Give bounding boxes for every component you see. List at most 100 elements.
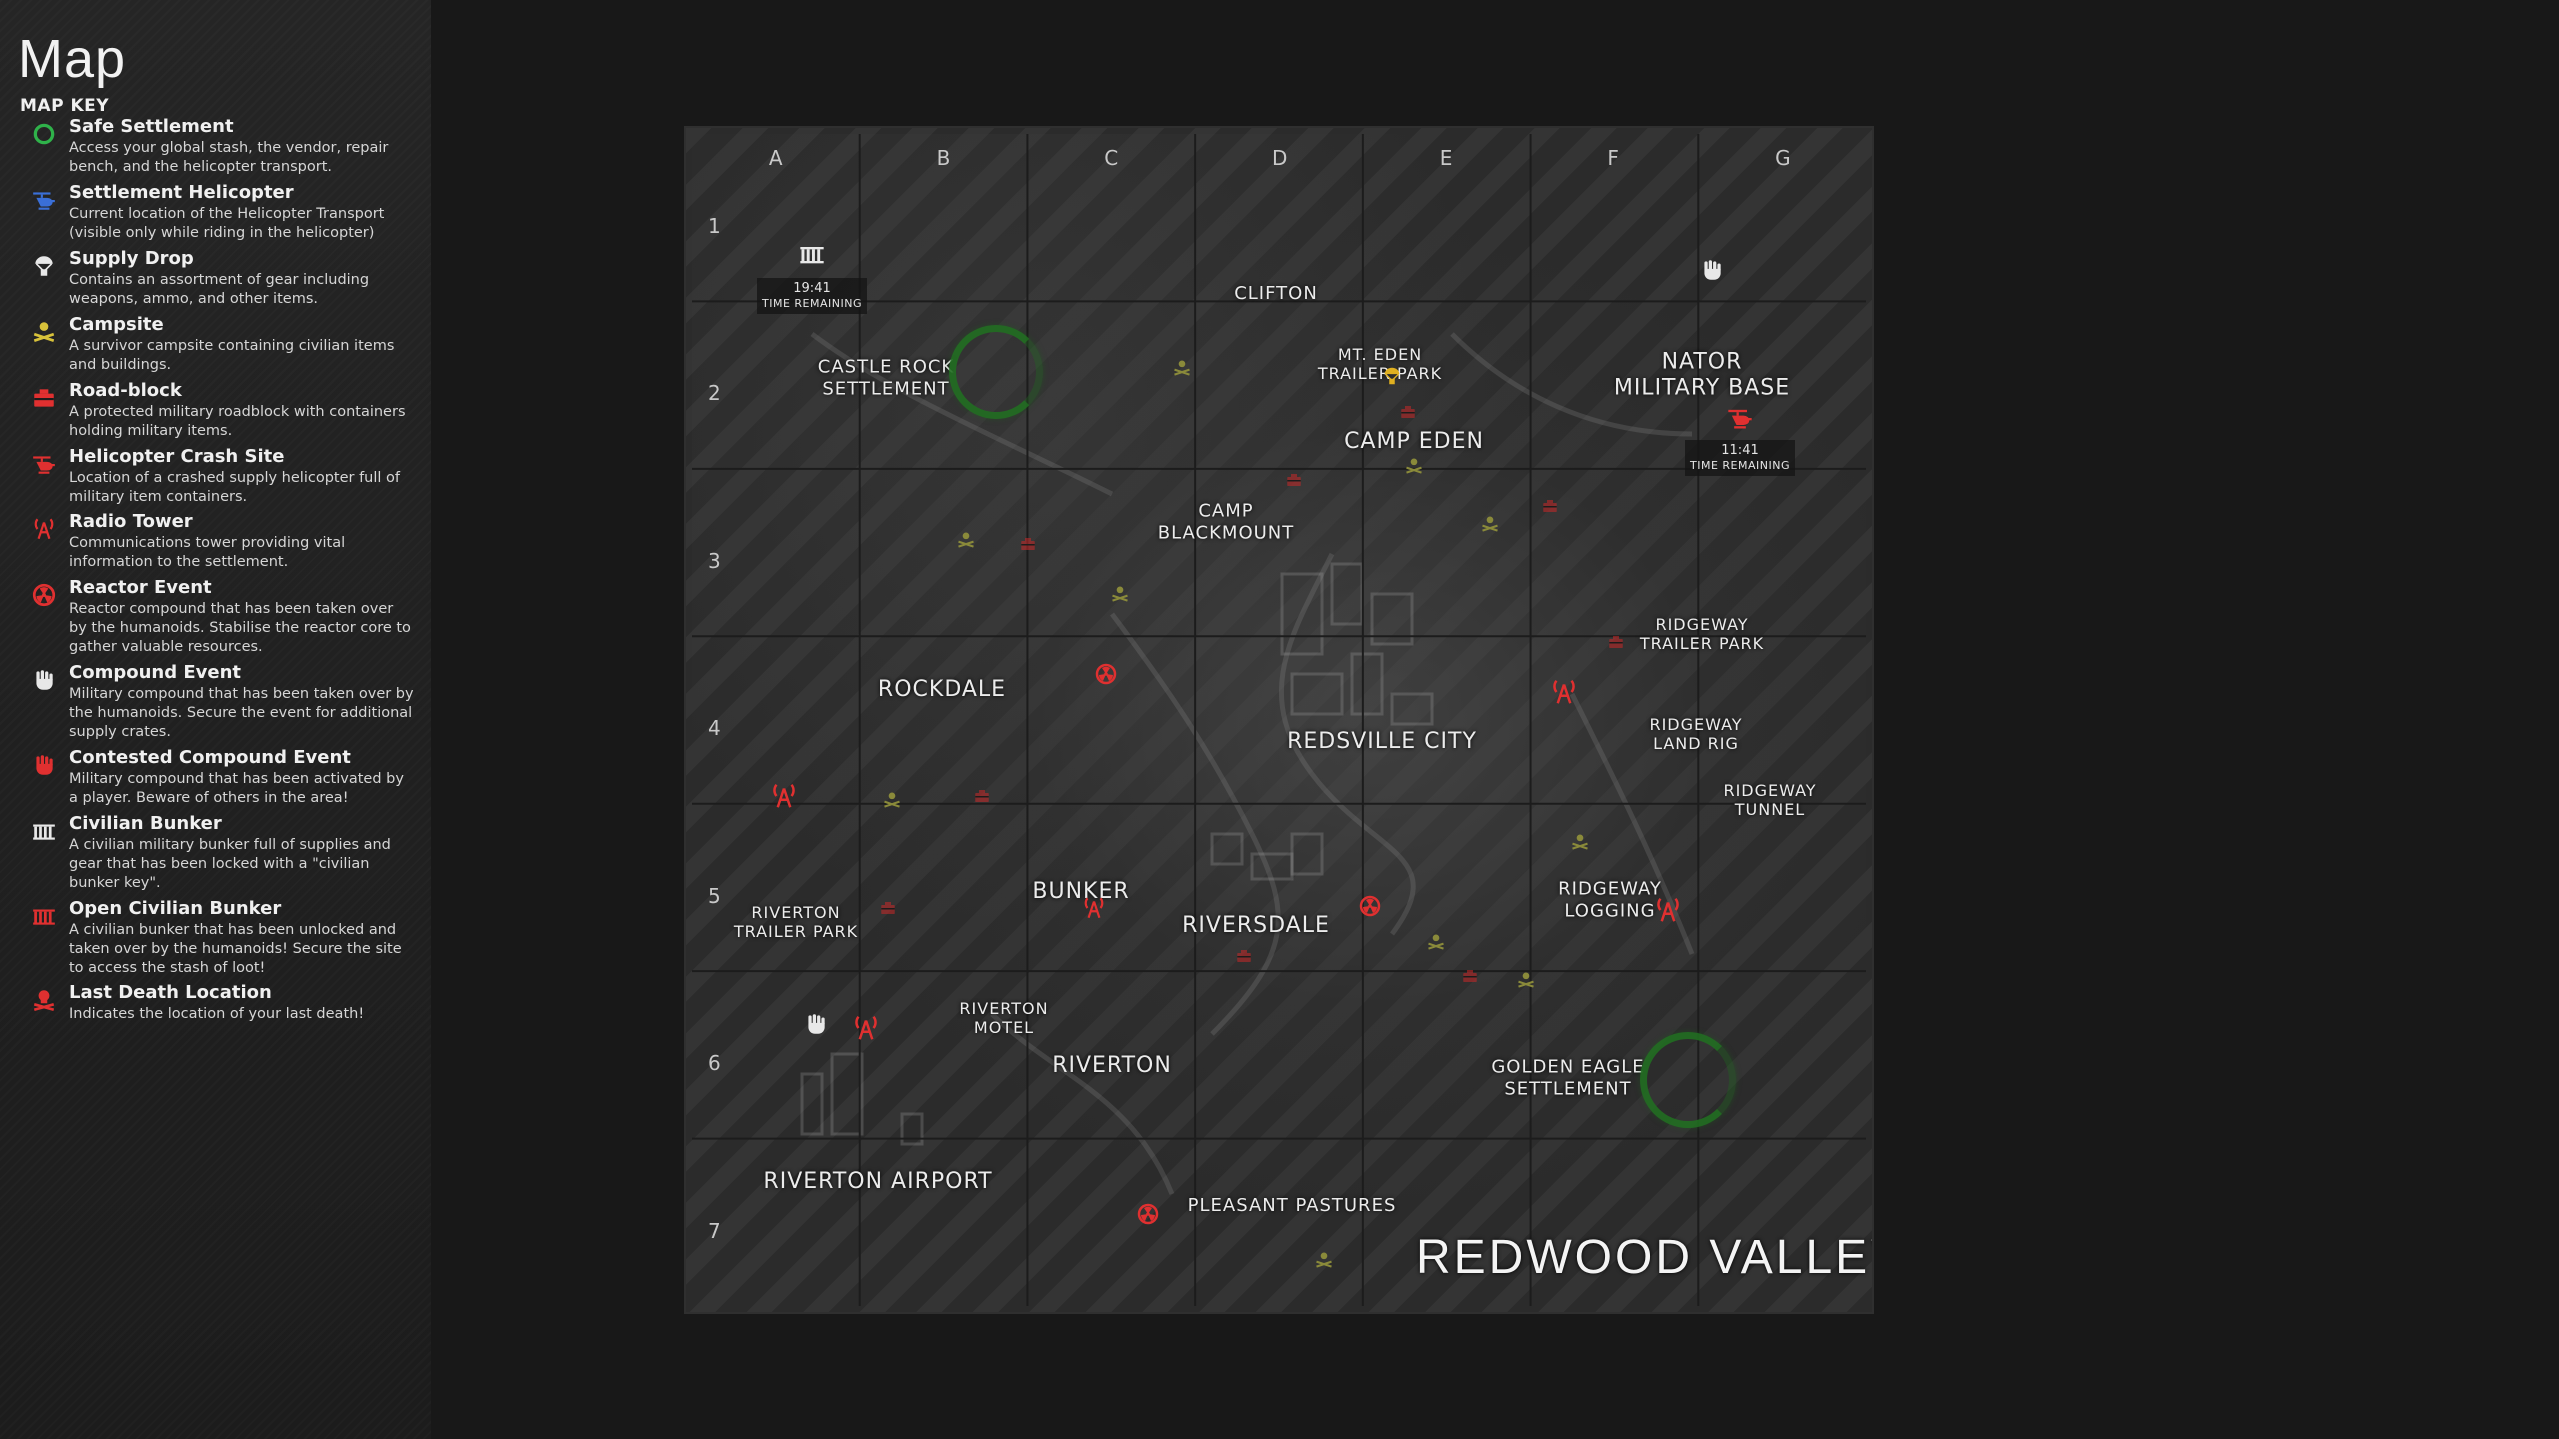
timer-label: TIME REMAINING bbox=[762, 297, 862, 310]
campsite-marker[interactable] bbox=[1421, 929, 1451, 959]
campsite-icon bbox=[1480, 514, 1500, 538]
campsite-icon bbox=[30, 318, 58, 346]
last-death-icon bbox=[30, 986, 58, 1014]
grid-column-label: E bbox=[1439, 146, 1453, 170]
place-label[interactable]: ROCKDALE bbox=[877, 676, 1007, 702]
radio-tower-marker[interactable] bbox=[851, 1015, 881, 1045]
campsite-marker[interactable] bbox=[877, 787, 907, 817]
radio-tower-marker[interactable] bbox=[769, 783, 799, 813]
campsite-icon bbox=[1314, 1250, 1334, 1274]
campsite-marker[interactable] bbox=[951, 527, 981, 557]
legend-item-name: Campsite bbox=[69, 314, 164, 335]
roadblock-icon bbox=[973, 787, 991, 809]
place-label[interactable]: RIVERTON TRAILER PARK bbox=[733, 902, 859, 941]
campsite-marker[interactable] bbox=[1399, 453, 1429, 483]
grid-row-label: 6 bbox=[708, 1051, 721, 1076]
road-path bbox=[810, 331, 1114, 497]
place-label[interactable]: RIVERTON MOTEL bbox=[959, 998, 1049, 1037]
campsite-marker[interactable] bbox=[1565, 829, 1595, 859]
legend-item-description: Indicates the location of your last deat… bbox=[69, 1006, 365, 1022]
place-label[interactable]: MT. EDEN TRAILER PARK bbox=[1317, 344, 1443, 383]
place-label[interactable]: RIVERSDALE bbox=[1182, 912, 1330, 938]
legend-item-description: Location of a crashed supply helicopter … bbox=[69, 470, 401, 505]
roadblock-marker[interactable] bbox=[873, 895, 903, 925]
place-label[interactable]: CASTLE ROCK SETTLEMENT bbox=[817, 356, 955, 399]
building-block bbox=[800, 1072, 824, 1136]
place-label[interactable]: RIDGEWAY LAND RIG bbox=[1649, 714, 1743, 753]
roadblock-marker[interactable] bbox=[1013, 531, 1043, 561]
building-block bbox=[1390, 692, 1434, 726]
building-block bbox=[1350, 652, 1384, 716]
open-bunker-icon bbox=[30, 902, 58, 930]
campsite-marker[interactable] bbox=[1105, 581, 1135, 611]
campsite-icon bbox=[1570, 832, 1590, 856]
compound-fist-icon bbox=[1699, 257, 1725, 287]
radio-tower-marker[interactable] bbox=[1549, 679, 1579, 709]
campsite-marker[interactable] bbox=[1167, 355, 1197, 385]
roadblock-marker[interactable] bbox=[1601, 629, 1631, 659]
compound-fist-icon bbox=[803, 1011, 829, 1041]
place-label[interactable]: NATOR MILITARY BASE bbox=[1613, 349, 1791, 401]
radio-tower-marker[interactable] bbox=[1079, 895, 1109, 925]
radio-tower-marker[interactable] bbox=[1653, 897, 1683, 927]
legend-item-description: Reactor compound that has been taken ove… bbox=[69, 601, 411, 655]
roadblock-marker[interactable] bbox=[1535, 493, 1565, 523]
roadblock-marker[interactable] bbox=[1455, 963, 1485, 993]
place-label[interactable]: BUNKER bbox=[1032, 878, 1130, 904]
roadblock-icon bbox=[1607, 633, 1625, 655]
campsite-marker[interactable] bbox=[1475, 511, 1505, 541]
place-label[interactable]: REDSVILLE CITY bbox=[1287, 728, 1477, 754]
reactor-marker[interactable] bbox=[1355, 893, 1385, 923]
grid-column-label: D bbox=[1272, 146, 1288, 170]
campsite-icon bbox=[1404, 456, 1424, 480]
reactor-icon bbox=[1136, 1202, 1160, 1230]
compound-fist-marker[interactable] bbox=[801, 1011, 831, 1041]
place-label[interactable]: GOLDEN EAGLE SETTLEMENT bbox=[1491, 1056, 1645, 1099]
page-title: Map bbox=[18, 29, 127, 89]
grid-column-label: C bbox=[1104, 146, 1119, 170]
road-path bbox=[1569, 692, 1695, 955]
legend-item-name: Civilian Bunker bbox=[69, 813, 222, 834]
reactor-marker[interactable] bbox=[1133, 1201, 1163, 1231]
safe-settlement-marker[interactable] bbox=[949, 325, 1043, 419]
campsite-marker[interactable] bbox=[1511, 967, 1541, 997]
radio-tower-icon bbox=[1081, 895, 1107, 925]
place-label[interactable]: RIVERTON AIRPORT bbox=[763, 1168, 993, 1194]
campsite-marker[interactable] bbox=[1309, 1247, 1339, 1277]
terrain-features bbox=[800, 331, 1695, 1195]
place-label[interactable]: CAMP EDEN bbox=[1344, 428, 1484, 454]
safe-settlement-marker[interactable] bbox=[1640, 1032, 1736, 1128]
civilian-bunker-marker[interactable] bbox=[797, 241, 827, 271]
campsite-icon bbox=[1110, 584, 1130, 608]
radio-tower-icon bbox=[30, 515, 58, 543]
compound-fist-marker[interactable] bbox=[1697, 257, 1727, 287]
place-label[interactable]: CAMP BLACKMOUNT bbox=[1157, 500, 1295, 543]
place-label[interactable]: RIDGEWAY TRAILER PARK bbox=[1639, 614, 1765, 653]
place-label[interactable]: RIVERTON bbox=[1052, 1052, 1172, 1078]
place-label[interactable]: RIDGEWAY LOGGING bbox=[1558, 878, 1662, 921]
contested-compound-icon bbox=[30, 751, 58, 779]
place-label[interactable]: PLEASANT PASTURES bbox=[1187, 1195, 1397, 1217]
place-label[interactable]: CLIFTON bbox=[1234, 283, 1318, 305]
roadblock-icon bbox=[1541, 497, 1559, 519]
legend-item-name: Contested Compound Event bbox=[69, 747, 351, 768]
roadblock-marker[interactable] bbox=[1279, 467, 1309, 497]
grid-column-label: B bbox=[936, 146, 951, 170]
campsite-icon bbox=[882, 790, 902, 814]
roadblock-marker[interactable] bbox=[1229, 943, 1259, 973]
roadblock-marker[interactable] bbox=[1393, 399, 1423, 429]
campsite-icon bbox=[1172, 358, 1192, 382]
place-label[interactable]: RIDGEWAY TUNNEL bbox=[1723, 780, 1817, 819]
settlement-helicopter-icon bbox=[30, 186, 58, 214]
grid-row-label: 5 bbox=[708, 883, 721, 908]
roadblock-marker[interactable] bbox=[967, 783, 997, 813]
helicopter-crash-marker[interactable] bbox=[1725, 405, 1755, 435]
reactor-icon bbox=[30, 581, 58, 609]
reactor-marker[interactable] bbox=[1091, 661, 1121, 691]
supply-drop-marker[interactable] bbox=[1377, 363, 1407, 393]
grid-row-label: 2 bbox=[708, 381, 721, 406]
legend-item-description: Communications tower providing vital inf… bbox=[69, 535, 346, 570]
